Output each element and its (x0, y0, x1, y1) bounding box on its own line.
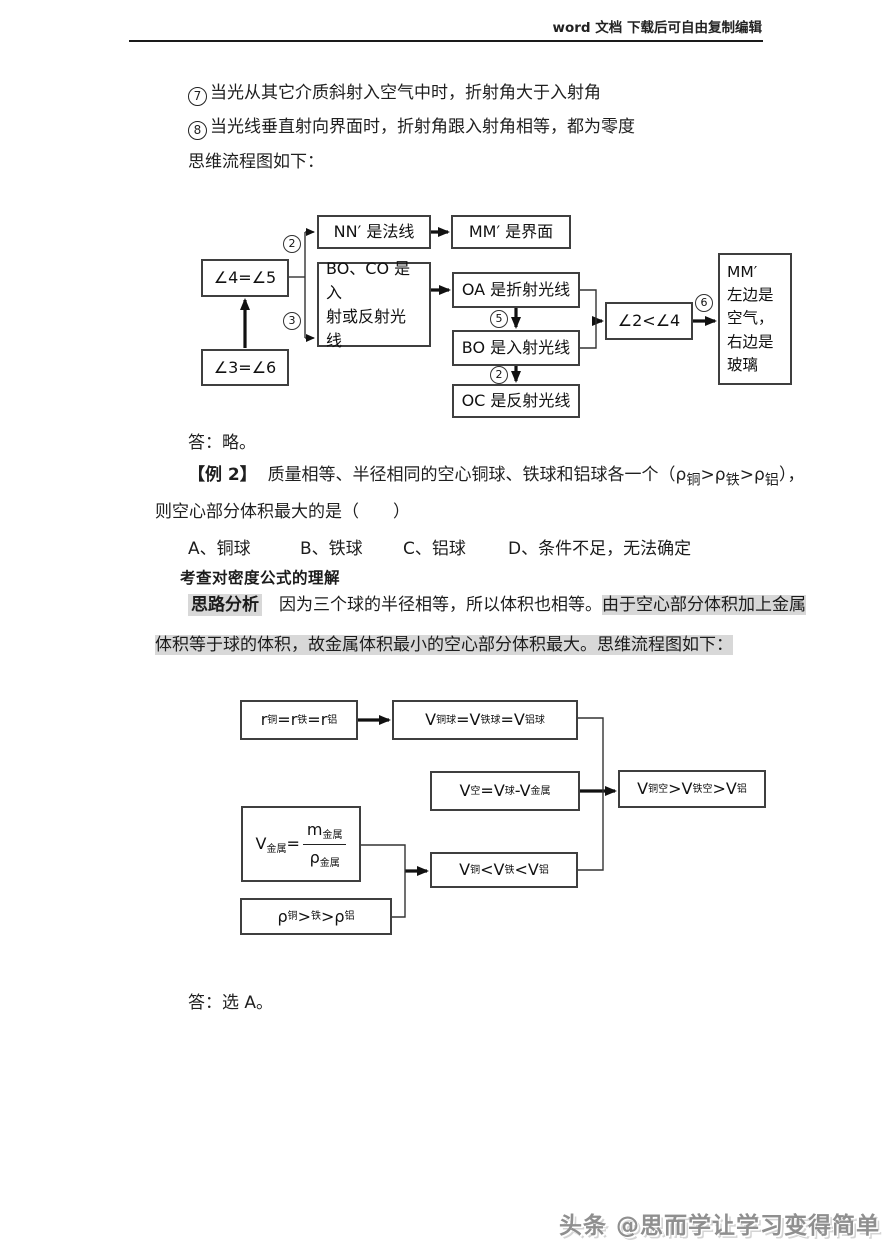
example2-stem-line2: 则空心部分体积最大的是（ ） (155, 502, 410, 522)
flow-note: 思维流程图如下： (188, 152, 324, 172)
analysis-lead: 因为三个球的半径相等，所以体积也相等。 (279, 595, 602, 615)
step-label-2-bo-oc: 2 (490, 366, 508, 384)
option-d: D、条件不足，无法确定 (508, 539, 692, 559)
intro-item-7-text: 当光从其它介质斜射入空气中时，折射角大于入射角 (210, 83, 601, 103)
step-label-2-to-nn: 2 (283, 235, 301, 253)
flow1-box-mm-sides: MM′ 左边是 空气， 右边是 玻璃 (718, 253, 792, 385)
flow1-box-oc-reflected: OC 是反射光线 (452, 384, 580, 418)
option-b: B、铁球 (300, 539, 363, 559)
header-rule (129, 40, 763, 42)
option-c: C、铝球 (403, 539, 466, 559)
circled-8-badge: 8 (188, 121, 207, 140)
answer-1: 答：略。 (188, 433, 256, 453)
step-label-3-to-boco: 3 (283, 312, 301, 330)
metal-volume-lhs: V金属= (255, 833, 300, 855)
flow1-box-bo-incident: BO 是入射光线 (452, 330, 580, 366)
example2-stem: 质量相等、半径相同的空心铜球、铁球和铝球各一个（ρ铜>ρ铁>ρ铝）， (267, 465, 805, 489)
intro-item-8-text: 当光线垂直射向界面时，折射角跟入射角相等，都为零度 (210, 117, 635, 137)
analysis-paragraph: 思路分析 因为三个球的半径相等，所以体积也相等。由于空心部分体积加上金属体积等于… (155, 585, 807, 665)
example2-stem-line1: 【例 2】 质量相等、半径相同的空心铜球、铁球和铝球各一个（ρ铜>ρ铁>ρ铝）， (188, 460, 804, 489)
flow1-box-oa-refracted: OA 是折射光线 (452, 272, 580, 308)
header-watermark: word 文档 下载后可自由复制编辑 (552, 20, 762, 36)
example2-tag: 【例 2】 (188, 465, 257, 485)
option-a: A、铜球 (188, 539, 251, 559)
answer-2: 答：选 A。 (188, 993, 274, 1013)
flow1-box-mm-interface: MM′ 是界面 (451, 215, 571, 249)
fraction-denominator: ρ金属 (309, 847, 340, 869)
flow1-box-bo-co: BO、CO 是入 射或反射光 线 (317, 259, 431, 350)
flow1-box-angle2-lt-4: ∠2<∠4 (605, 302, 693, 340)
circled-7-badge: 7 (188, 87, 207, 106)
step-label-5-oa-bo: 5 (490, 310, 508, 328)
flow1-box-angle3-eq-6: ∠3=∠6 (201, 349, 289, 386)
step-label-6-to-mm: 6 (695, 294, 713, 312)
analysis-label: 思路分析 (188, 594, 262, 616)
footer-watermark: 头条 @思而学让学习变得简单 (558, 1213, 880, 1239)
analysis-point: 考查对密度公式的理解 (180, 569, 341, 587)
fraction-numerator: m金属 (302, 818, 347, 845)
flow1-box-angle4-eq-5: ∠4=∠5 (201, 259, 289, 297)
flow1-box-nn-normal: NN′ 是法线 (317, 215, 431, 249)
